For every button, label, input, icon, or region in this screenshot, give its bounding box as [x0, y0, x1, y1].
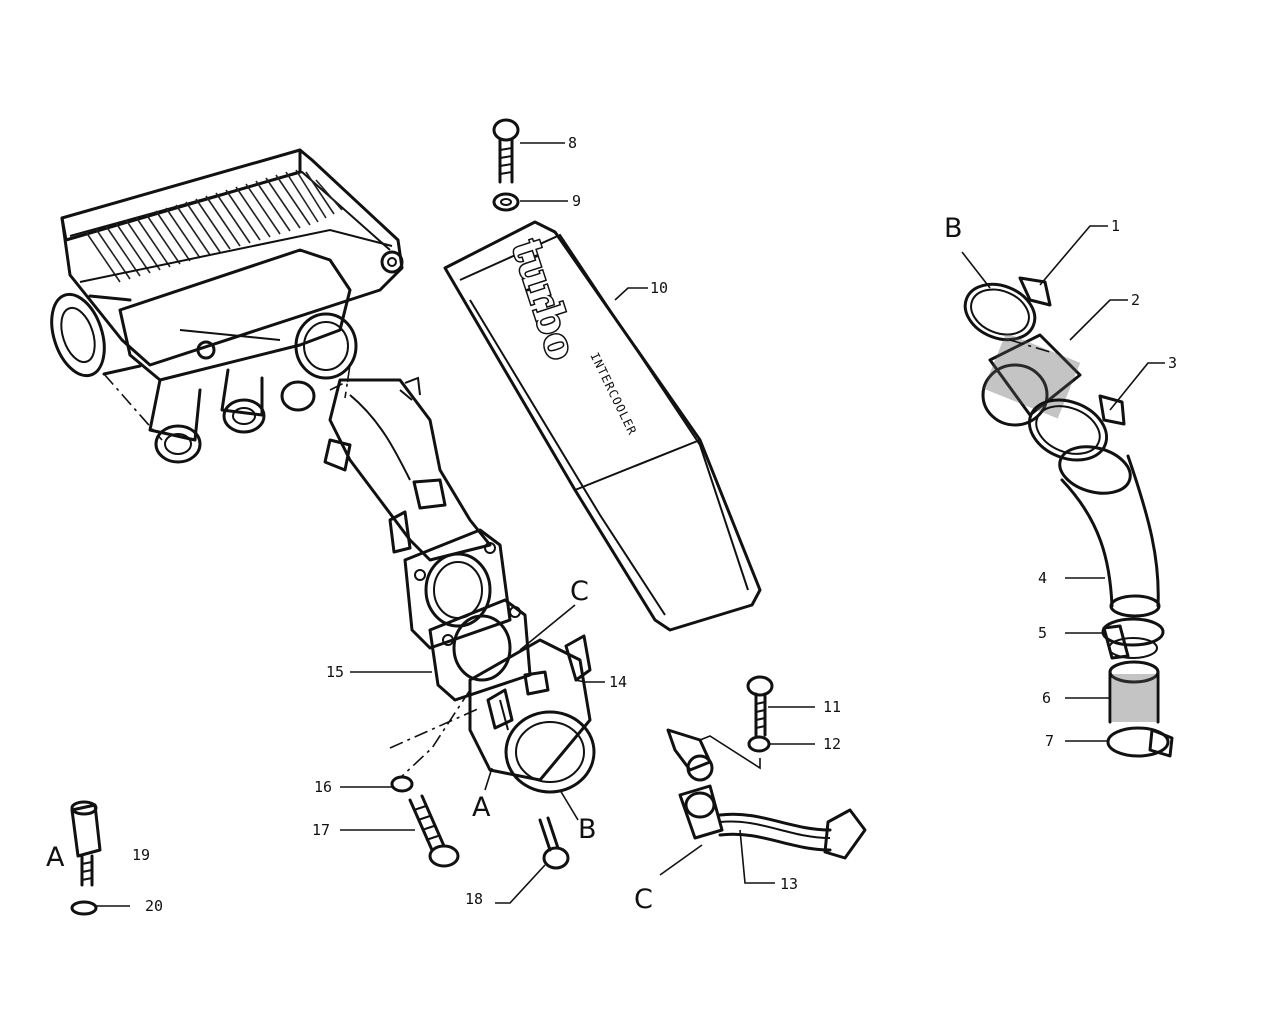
callout-17: 17 — [312, 821, 330, 839]
stud-19 — [70, 800, 102, 887]
letter-a-throttle: A — [472, 792, 491, 823]
throttle-sensor-13 — [666, 728, 867, 860]
throttle-body — [468, 634, 596, 794]
callout-19: 19 — [132, 846, 150, 864]
screw-11 — [746, 675, 774, 737]
callout-4: 4 — [1038, 569, 1047, 587]
cover-logo-subtext: INTERCOOLER — [587, 350, 639, 437]
callout-14: 14 — [609, 673, 627, 691]
screw-18 — [538, 816, 570, 870]
gasket — [428, 598, 532, 702]
callout-7: 7 — [1045, 732, 1054, 750]
intercooler — [50, 148, 404, 464]
letter-b-hose: B — [944, 213, 963, 244]
hose-assembly — [963, 276, 1174, 758]
callout-2: 2 — [1131, 291, 1140, 309]
callout-8: 8 — [568, 134, 577, 152]
intercooler-cover: turbo INTERCOOLER — [443, 220, 762, 632]
callout-15: 15 — [326, 663, 344, 681]
callout-5: 5 — [1038, 624, 1047, 642]
intake-duct — [323, 376, 512, 650]
callout-16: 16 — [314, 778, 332, 796]
washer-9 — [492, 192, 520, 212]
bolt-17 — [408, 794, 460, 868]
leader-lines — [96, 142, 1165, 907]
letter-c-gasket: C — [570, 576, 589, 607]
washer-12 — [747, 735, 771, 753]
letter-b-throttle: B — [578, 814, 597, 845]
callout-3: 3 — [1168, 354, 1177, 372]
callout-numbers: 1 2 3 4 5 6 7 8 9 10 11 12 13 14 15 16 1… — [132, 134, 1177, 915]
reference-letters: B B A A C C — [46, 213, 963, 915]
washer-16 — [390, 775, 414, 793]
letter-a-stud: A — [46, 842, 65, 873]
callout-9: 9 — [572, 192, 581, 210]
callout-20: 20 — [145, 897, 163, 915]
bolt-8 — [492, 118, 520, 184]
callout-10: 10 — [650, 279, 668, 297]
callout-11: 11 — [823, 698, 841, 716]
callout-6: 6 — [1042, 689, 1051, 707]
callout-1: 1 — [1111, 217, 1120, 235]
callout-12: 12 — [823, 735, 841, 753]
callout-13: 13 — [780, 875, 798, 893]
callout-18: 18 — [465, 890, 483, 908]
nut-20 — [70, 900, 98, 916]
letter-c-sensor: C — [634, 884, 653, 915]
